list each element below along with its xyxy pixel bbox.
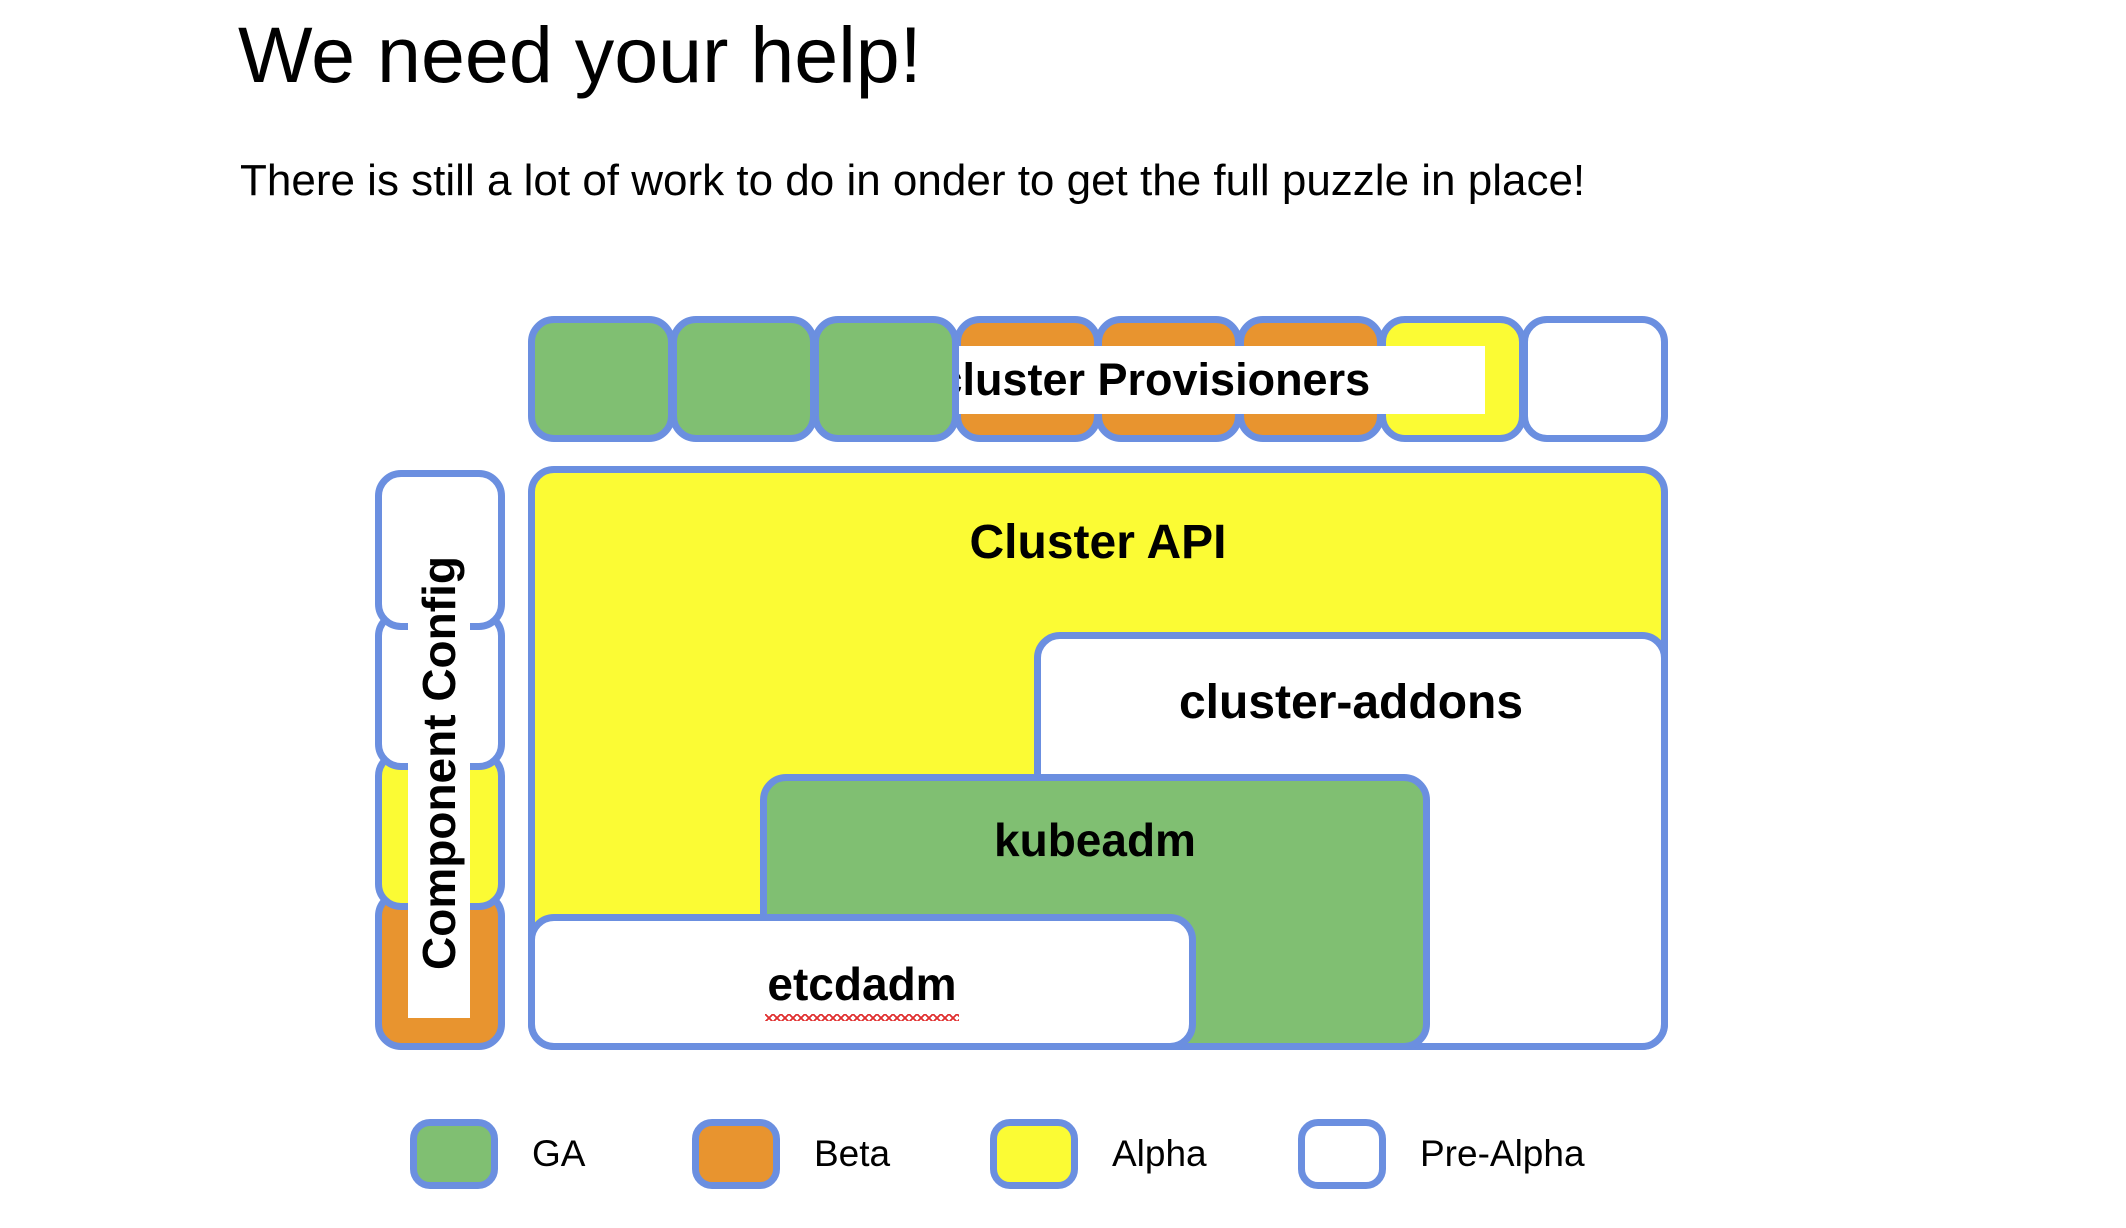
legend-label-alpha: Alpha (1112, 1133, 1207, 1174)
page-title: We need your help! (238, 10, 922, 99)
component-config-label: Component Config (413, 556, 466, 970)
box-cluster-addons-label: cluster-addons (1178, 676, 1524, 729)
provisioner-box-8[interactable] (1521, 316, 1668, 442)
legend-label-ga: GA (532, 1133, 586, 1174)
legend-label-pre-alpha: Pre-Alpha (1420, 1133, 1585, 1174)
box-etcdadm[interactable]: etcdadm (528, 914, 1196, 1050)
legend-label-beta: Beta (814, 1133, 891, 1174)
legend-item-alpha: Alpha (990, 1118, 1207, 1190)
page-subtitle: There is still a lot of work to do in on… (240, 156, 1586, 205)
legend-item-pre-alpha: Pre-Alpha (1298, 1118, 1585, 1190)
provisioner-box-2[interactable] (670, 316, 817, 442)
provisioner-box-3[interactable] (812, 316, 959, 442)
box-etcdadm-label: etcdadm (765, 958, 959, 1021)
legend-swatch-pre-alpha (1298, 1119, 1386, 1189)
box-etcdadm-label-wrap: etcdadm (535, 957, 1189, 1021)
provisioner-box-1[interactable] (528, 316, 675, 442)
legend-item-ga: GA (410, 1118, 585, 1190)
component-config-label-box: Component Config (408, 508, 470, 1018)
legend: GA Beta Alpha Pre-Alpha (410, 1118, 1710, 1198)
legend-swatch-beta (692, 1119, 780, 1189)
legend-swatch-ga (410, 1119, 498, 1189)
legend-item-beta: Beta (692, 1118, 890, 1190)
legend-swatch-alpha (990, 1119, 1078, 1189)
box-kubeadm-label: kubeadm (994, 814, 1196, 866)
box-cluster-api-label: Cluster API (969, 516, 1227, 569)
